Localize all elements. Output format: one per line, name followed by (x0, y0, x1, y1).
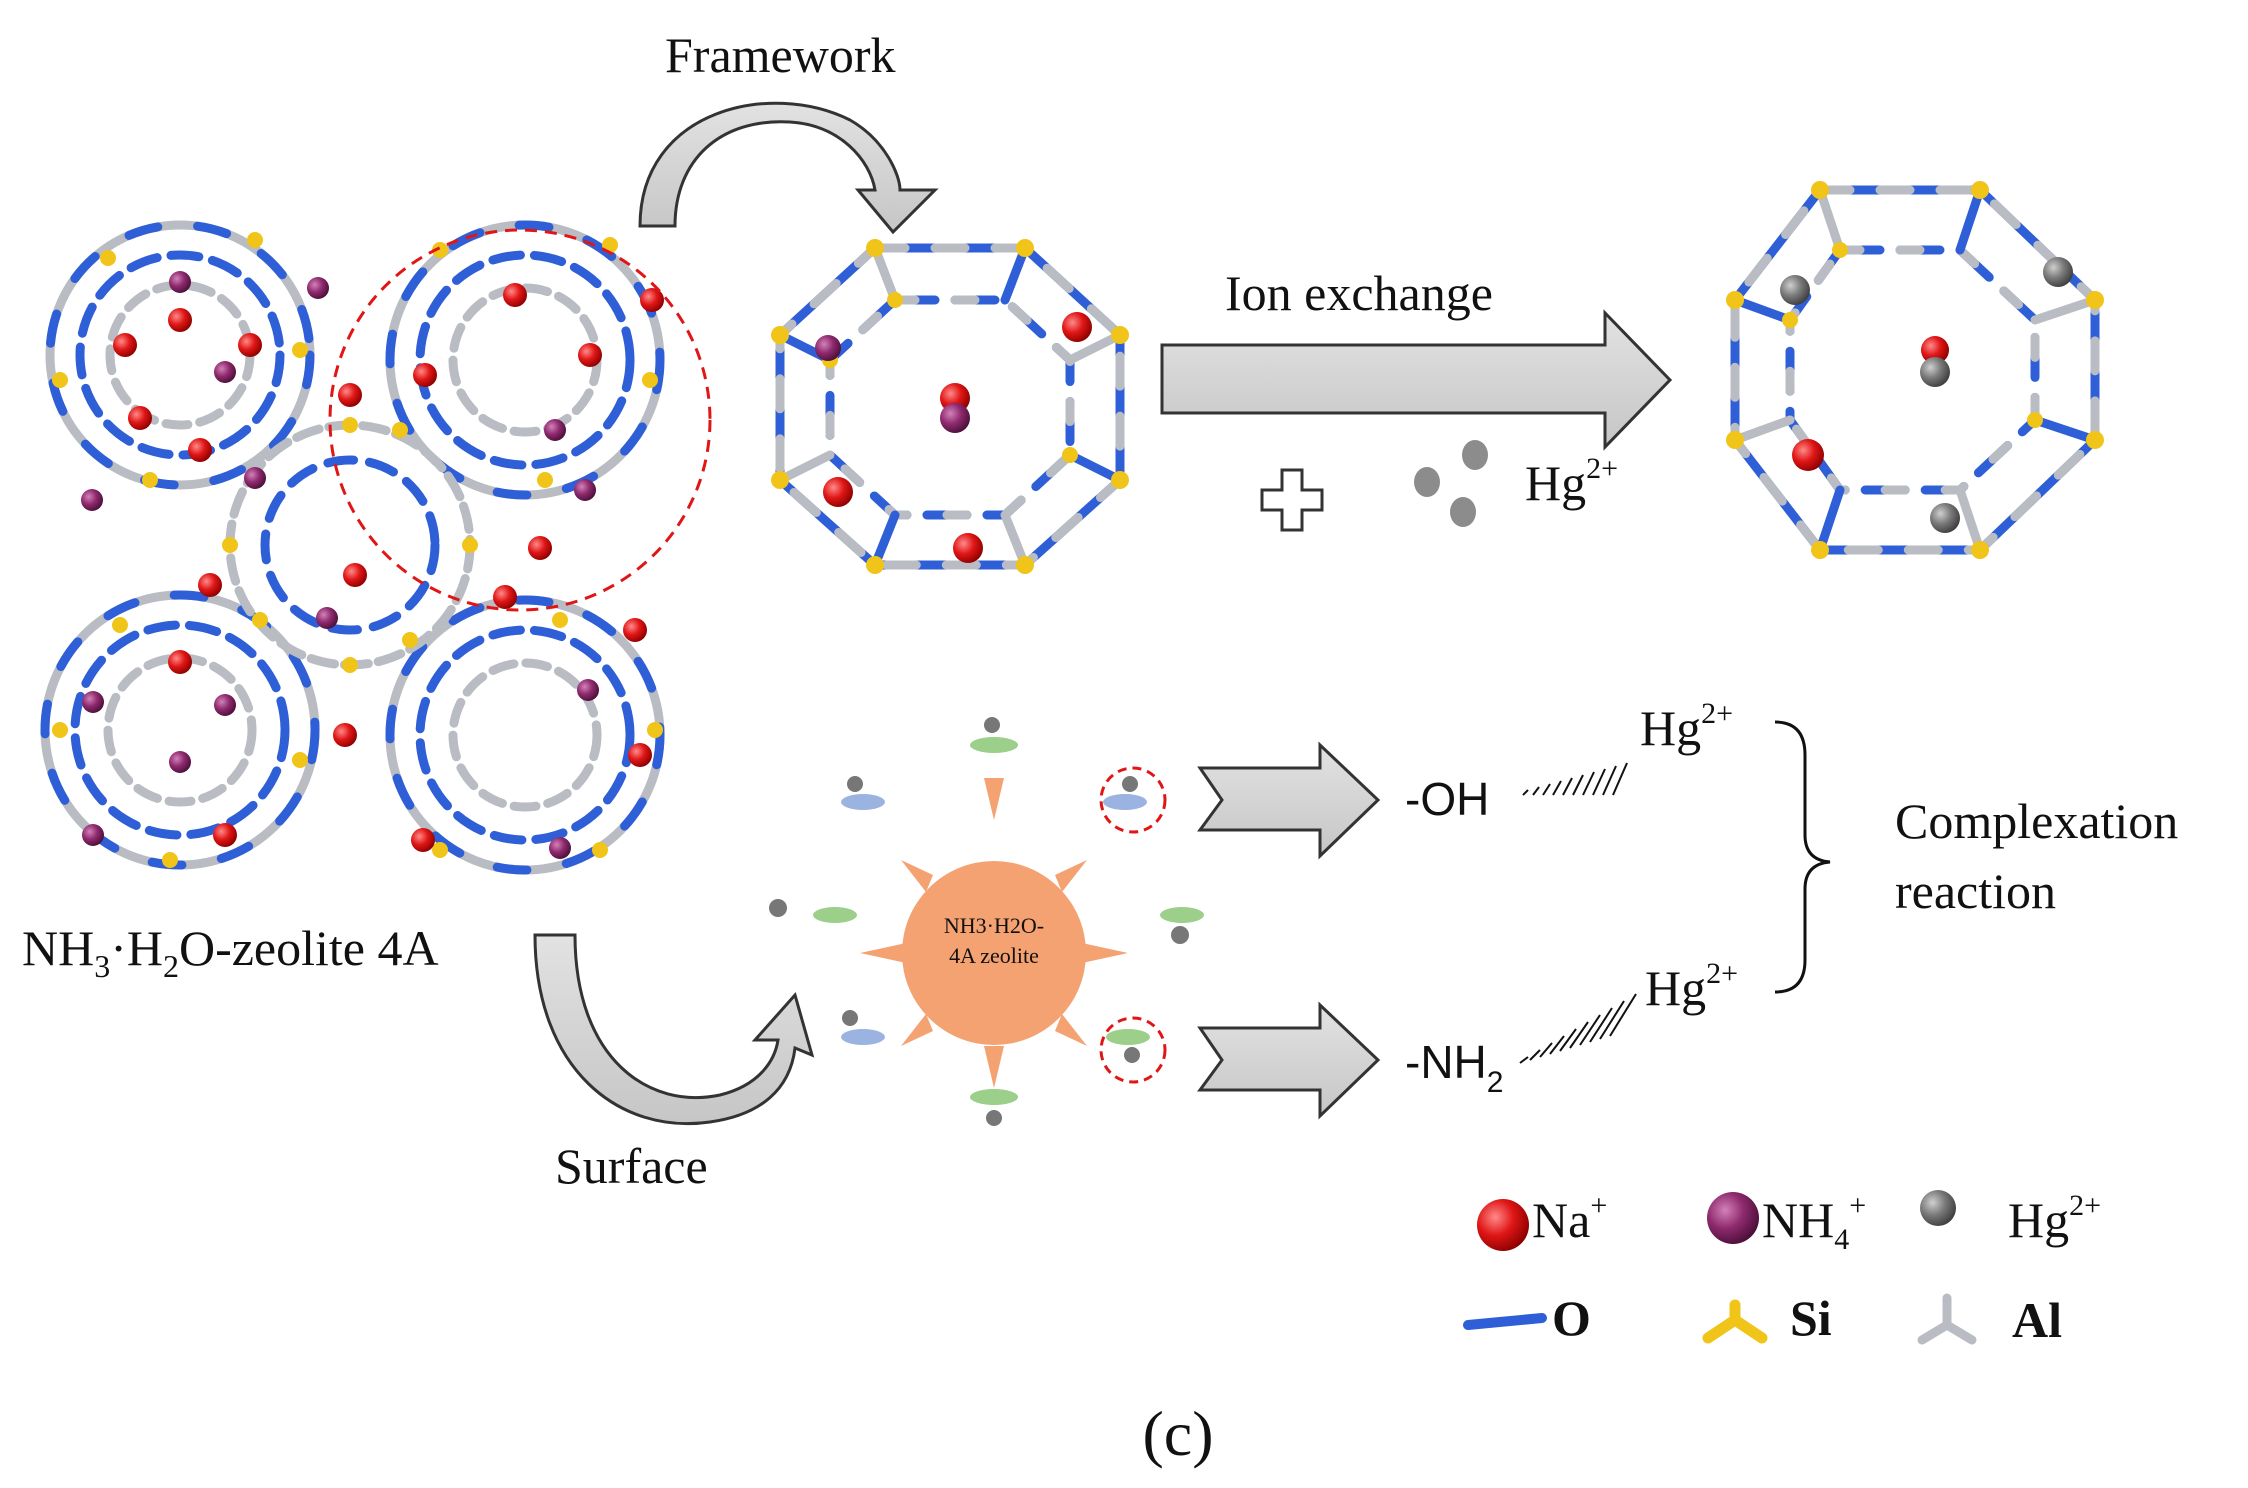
na-ions-cluster (113, 283, 664, 852)
legend-hg: Hg2+ (1920, 1189, 2101, 1248)
svg-text:O: O (1552, 1290, 1591, 1346)
legend-nh4: NH4+ (1707, 1189, 1866, 1256)
ion-exchange-arrow (1160, 309, 1673, 451)
hg-ion-icon (1920, 1190, 1956, 1226)
o-bond-icon (1463, 1313, 1547, 1330)
al-node-icon (1917, 1293, 1977, 1345)
oh-arrow (1197, 741, 1381, 860)
highlight-circle (328, 228, 712, 612)
complexation-label-line1: Complexation (1895, 793, 2178, 849)
complexation-brace (1774, 720, 1831, 994)
panel-label: (c) (1142, 1398, 1213, 1469)
large-cage-top-left (45, 220, 315, 490)
legend: Na+ NH4+ Hg2+ O Si (1463, 1189, 2101, 1348)
framework-curved-arrow (638, 101, 939, 235)
framework-label: Framework (665, 27, 896, 83)
large-cage-bottom-left (40, 590, 320, 870)
nh4-ion-icon (1707, 1192, 1759, 1244)
complexation-label-line2: reaction (1895, 863, 2056, 919)
sodalite-cage-after (1726, 181, 2104, 559)
surface-label: Surface (555, 1138, 708, 1194)
legend-si: Si (1702, 1290, 1832, 1346)
legend-na: Na+ (1477, 1189, 1607, 1251)
nh4-ions-cluster (81, 271, 599, 859)
core-label-line2: 4A zeolite (949, 943, 1039, 968)
svg-text:Si: Si (1790, 1290, 1832, 1346)
na-ion-icon (1477, 1199, 1529, 1251)
hg-oh-label: Hg2+ (1640, 697, 1733, 756)
plus-icon (1260, 468, 1324, 532)
hg-ion-label: Hg2+ (1525, 452, 1618, 511)
particle-core (902, 861, 1086, 1045)
nh2-group-label: -NH2 (1405, 1036, 1503, 1099)
nh2-arrow (1197, 1001, 1381, 1120)
svg-text:Na+: Na+ (1532, 1189, 1607, 1248)
nh2-hg-bond (1519, 993, 1637, 1064)
zeolite-4a-label: NH3·H2O-zeolite 4A (22, 920, 439, 984)
surface-curved-arrow (533, 933, 815, 1126)
si-node-icon (1702, 1299, 1768, 1344)
nh2-site-highlight (1099, 1016, 1167, 1084)
svg-text:Al: Al (2012, 1292, 2062, 1348)
surface-particle: NH3·H2O- 4A zeolite (769, 717, 1204, 1126)
hg-nh2-label: Hg2+ (1645, 957, 1738, 1016)
zeolite-4a-crystal (40, 220, 712, 875)
svg-text:NH4+: NH4+ (1762, 1189, 1866, 1256)
legend-al: Al (1917, 1292, 2062, 1348)
central-cage (225, 420, 475, 670)
sodalite-cage-before (771, 239, 1129, 574)
oh-group-label: -OH (1405, 773, 1489, 825)
core-label-line1: NH3·H2O- (944, 913, 1044, 938)
ion-exchange-label: Ion exchange (1225, 265, 1493, 321)
oh-site-highlight (1099, 766, 1167, 834)
si-nodes (52, 232, 663, 868)
large-cage-top-right (385, 220, 665, 500)
large-cage-bottom-right (385, 595, 665, 875)
surface-groups (769, 717, 1204, 1126)
legend-o: O (1463, 1290, 1591, 1346)
oh-hg-bond (1522, 762, 1628, 796)
svg-text:Hg2+: Hg2+ (2008, 1189, 2101, 1248)
hg-ions-group (1414, 440, 1488, 527)
